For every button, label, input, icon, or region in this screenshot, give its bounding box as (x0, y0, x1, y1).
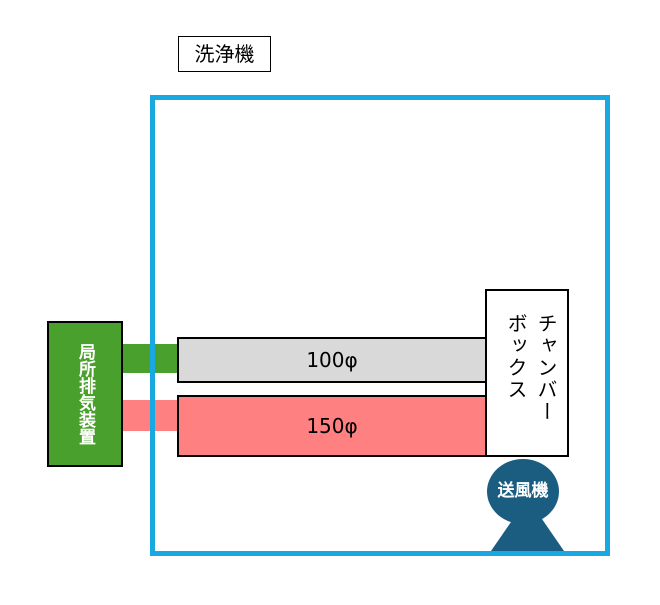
pipe-100: 100φ (177, 337, 487, 383)
duct-150-inner-segment (155, 400, 178, 431)
local-exhaust-unit-label: 局所排気装置 (75, 343, 95, 445)
duct-100-outer-segment (123, 344, 150, 373)
pipe-150: 150φ (177, 395, 487, 457)
washer-label: 洗浄機 (178, 36, 271, 72)
washer-frame (150, 95, 610, 556)
duct-150-outer-segment (123, 400, 150, 431)
duct-100-inner-segment (155, 344, 178, 373)
chamber-box-label: チャンバーボックス (504, 313, 558, 423)
fan-icon: 送風機 (487, 459, 559, 524)
fan-label: 送風機 (497, 481, 549, 501)
chamber-box: チャンバーボックス (485, 289, 569, 457)
local-exhaust-unit: 局所排気装置 (47, 321, 123, 467)
